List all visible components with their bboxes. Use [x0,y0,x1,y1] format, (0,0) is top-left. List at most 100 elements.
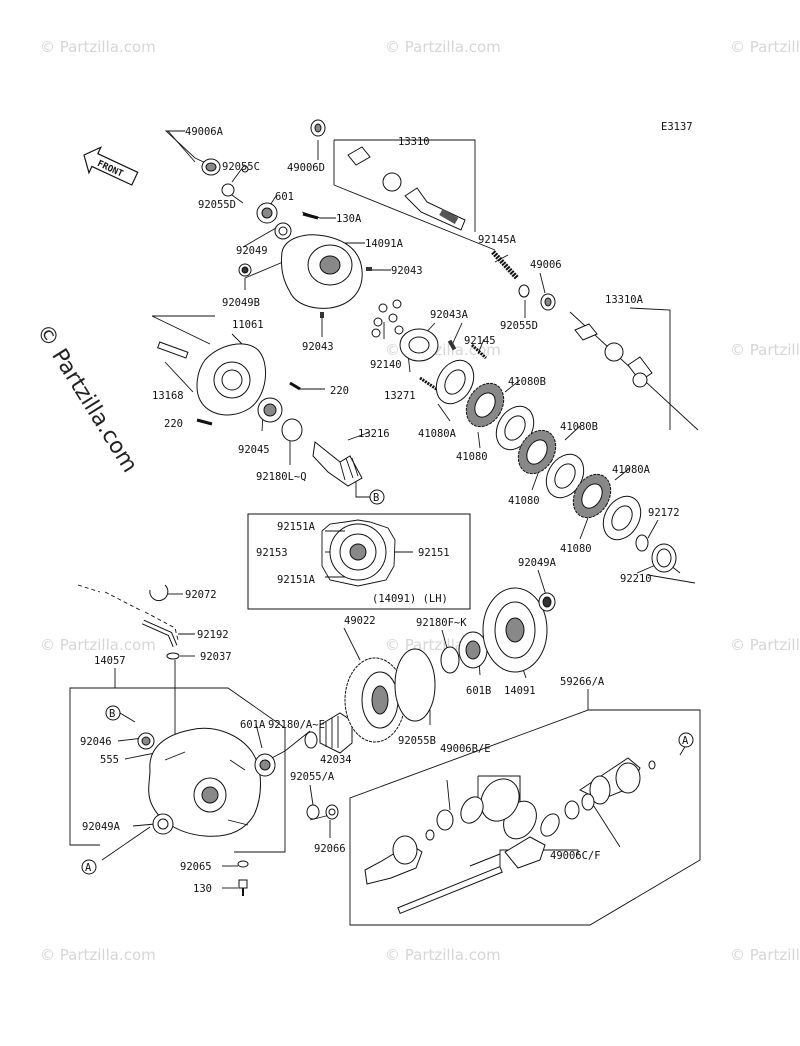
driveshaft-59266A [364,757,656,915]
label-92153: 92153 [256,547,288,559]
label-13168: 13168 [152,390,184,402]
spring-41080A-side [419,376,439,392]
leader-lines [69,130,701,926]
bearing-601 [256,202,278,224]
label-92045: 92045 [238,444,270,456]
shim-92180AE [304,731,318,749]
front-arrow-icon: FRONT [83,146,139,186]
label-41080A-2: 41080A [612,464,651,476]
label-49006A: 49006A [185,126,224,138]
balls-92140 [371,299,404,338]
propshaft-13310A [574,323,653,388]
bearing-601B [458,631,488,669]
shim-92180LQ [281,418,303,442]
label-14091: 14091 [504,685,536,697]
label-601: 601 [275,191,294,203]
washer-92065 [237,860,249,868]
dowel-92043-a [366,267,372,271]
cover-11061 [196,343,267,416]
watermark-5: © Partzilla.com [730,341,800,359]
bearing-49006 [540,293,556,311]
label-220-a: 220 [330,385,349,397]
seal-92049A-right [538,592,556,612]
bolt-130 [238,879,248,896]
label-49006CF: 49006C/F [550,850,601,862]
label-92180AE: 92180/A~E [268,719,325,731]
label-13216: 13216 [358,428,390,440]
callout-A-right-marker: A [678,732,694,748]
label-13310A: 13310A [605,294,644,306]
oring-92055D-mid [518,284,530,298]
label-41080B-1: 41080B [508,376,546,388]
label-92072: 92072 [185,589,217,601]
watermark-8: © Partzilla.com [730,636,800,654]
part-labels: 49006A 92055C 92055D 601 130A 14091A 920… [80,126,680,895]
label-92049A-right: 92049A [518,557,557,569]
shim-92180FK [440,646,460,674]
washer-92172 [635,534,649,552]
case-14057 [148,727,261,837]
watermark-10: © Partzilla.com [385,946,501,964]
label-220-b: 220 [164,418,183,430]
seal-92049 [274,222,292,240]
plate-41080B-1 [435,359,475,405]
oring-92055D-top [221,183,235,197]
spring-92145 [470,343,488,360]
seal-92049B [238,263,252,277]
bearing-601A [254,753,276,777]
disc-41080-3 [572,473,612,519]
case-14091A [281,234,363,309]
pinion-13216 [312,441,363,487]
label-92180FK: 92180F~K [416,617,467,629]
oring-92055B [394,648,436,722]
ring-gear-49022 [344,657,406,743]
label-13310: 13310 [398,136,430,148]
watermark-11: © Partzilla.com [730,946,800,964]
watermark-1: © Partzilla.com [40,38,156,56]
nut-92066 [325,804,339,820]
callout-B-bot: B [109,708,115,720]
propshaft-13310 [347,146,466,231]
disc-41080-1 [465,382,505,428]
watermark-9: © Partzilla.com [40,946,156,964]
spring-92145A [491,250,519,280]
callout-A-left-marker: A [81,859,97,875]
label-13271: 13271 [384,390,416,402]
case-14091 [482,587,548,673]
lh-case-leaders [325,530,413,578]
plate-41080B-3 [545,453,585,499]
label-92055A: 92055/A [290,771,335,783]
callout-B-top: B [373,492,379,504]
label-92055D-top: 92055D [198,199,236,211]
label-92046: 92046 [80,736,112,748]
label-92151A-top: 92151A [277,521,316,533]
label-92055B: 92055B [398,735,436,747]
callout-B-bot-marker: B [105,705,121,721]
bolt-220-a [289,381,301,391]
label-41080-2: 41080 [508,495,540,507]
label-92066: 92066 [314,843,346,855]
label-92055D-mid: 92055D [500,320,538,332]
label-601B: 601B [466,685,491,697]
label-49006D: 49006D [287,162,325,174]
seal-92046 [137,732,155,750]
label-92210: 92210 [620,573,652,585]
label-41080-3: 41080 [560,543,592,555]
label-92145: 92145 [464,335,496,347]
clamp-92072 [149,584,169,602]
lh-case-14091 [321,519,396,587]
plate-41080A [602,495,642,541]
watermark-side: © Partzilla.com [31,320,142,477]
label-92180LQ: 92180L~Q [256,471,307,483]
label-92151A-bot: 92151A [277,574,316,586]
watermark-6: © Partzilla.com [40,636,156,654]
label-49022: 49022 [344,615,376,627]
bearing-92045 [257,397,283,423]
callout-B-top-marker: B [369,489,385,505]
bolt-130A [302,212,319,220]
label-42034: 42034 [320,754,352,766]
disc-41080-2 [517,429,557,475]
cam-13271 [399,328,439,362]
label-14091-lh: (14091) (LH) [372,593,448,605]
